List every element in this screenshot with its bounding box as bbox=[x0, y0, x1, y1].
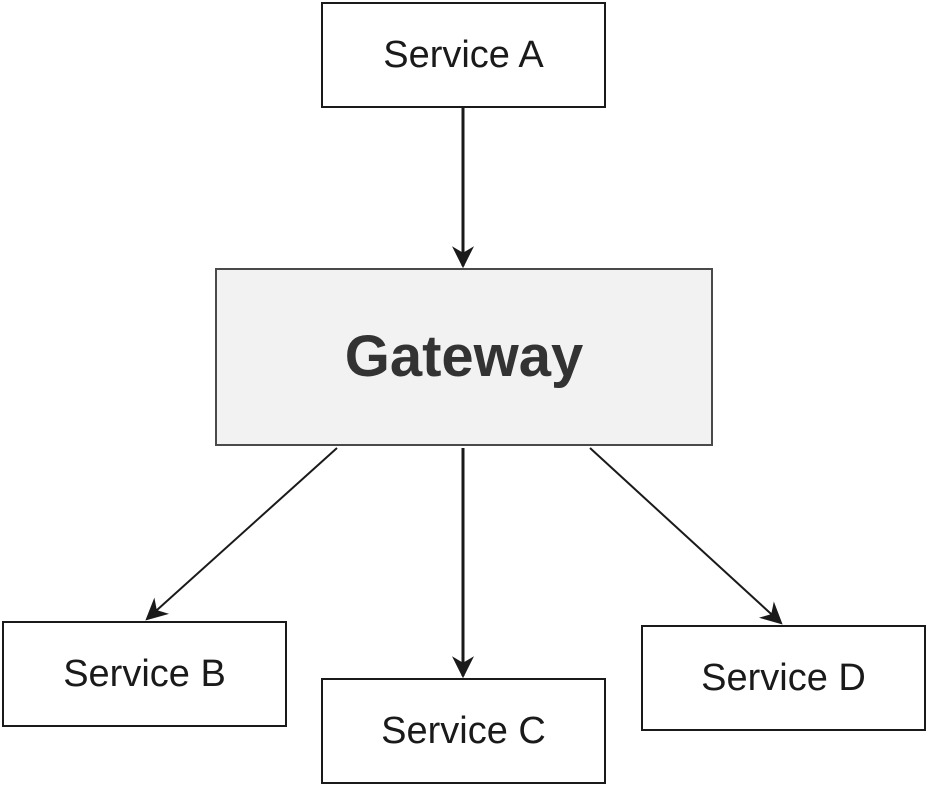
node-gateway: Gateway bbox=[215, 268, 713, 446]
node-service-c: Service C bbox=[321, 678, 606, 784]
node-service-b: Service B bbox=[2, 621, 287, 727]
node-service-d-label: Service D bbox=[701, 657, 866, 699]
node-service-b-label: Service B bbox=[63, 653, 226, 695]
node-service-c-label: Service C bbox=[381, 710, 546, 752]
edge-gateway-to-service-b bbox=[145, 447, 338, 621]
node-service-a-label: Service A bbox=[383, 34, 544, 76]
node-service-d: Service D bbox=[641, 625, 926, 731]
node-gateway-label: Gateway bbox=[344, 324, 584, 389]
node-service-a: Service A bbox=[321, 2, 606, 108]
edge-gateway-to-service-d bbox=[589, 447, 783, 625]
